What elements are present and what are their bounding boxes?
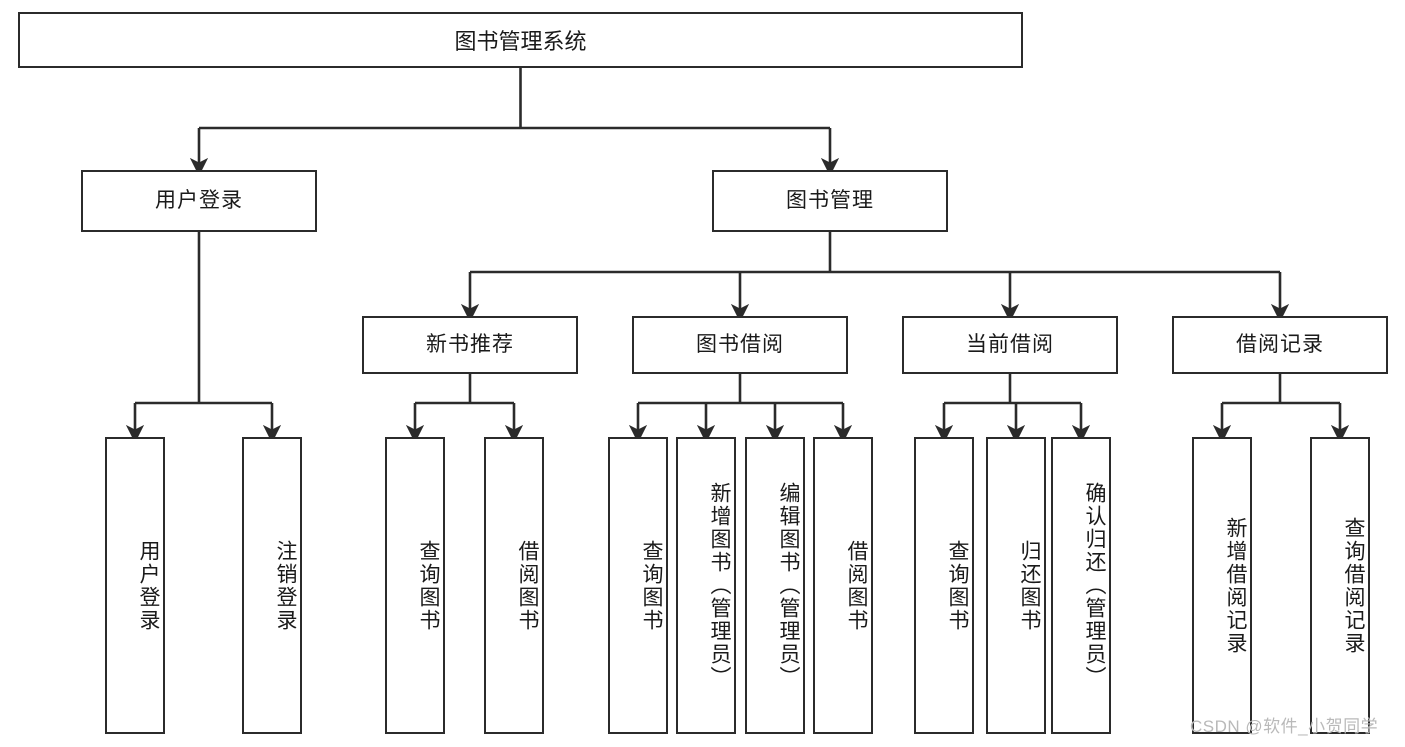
node-label: 图书管理 [786, 189, 874, 213]
node-label: 借阅图书 [516, 539, 539, 632]
leaf-user-login[interactable]: 用户登录 [105, 437, 165, 734]
node-current-borrow[interactable]: 当前借阅 [902, 316, 1118, 374]
node-label: 当前借阅 [966, 333, 1054, 357]
node-label: 图书管理系统 [454, 29, 587, 54]
leaf-query-book-borrow[interactable]: 查询图书 [608, 437, 668, 734]
node-label: 借阅记录 [1236, 333, 1324, 357]
node-label: 确认归还（管理员） [1083, 482, 1106, 689]
node-label: 查询图书 [946, 539, 969, 632]
node-label: 用户登录 [137, 539, 160, 632]
node-label: 新增图书（管理员） [708, 482, 731, 689]
node-new-book-recommend[interactable]: 新书推荐 [362, 316, 578, 374]
leaf-add-book-admin[interactable]: 新增图书（管理员） [676, 437, 736, 734]
node-book-borrow[interactable]: 图书借阅 [632, 316, 848, 374]
leaf-query-book-recommend[interactable]: 查询图书 [385, 437, 445, 734]
node-label: 借阅图书 [845, 539, 868, 632]
watermark: CSDN @软件_小贺同学 [1190, 717, 1379, 736]
node-label: 查询借阅记录 [1342, 516, 1365, 655]
leaf-logout[interactable]: 注销登录 [242, 437, 302, 734]
leaf-return-book[interactable]: 归还图书 [986, 437, 1046, 734]
node-user-login[interactable]: 用户登录 [81, 170, 317, 232]
leaf-borrow-book[interactable]: 借阅图书 [813, 437, 873, 734]
leaf-query-borrow-record[interactable]: 查询借阅记录 [1310, 437, 1370, 734]
node-label: 新书推荐 [426, 333, 514, 357]
node-label: 归还图书 [1018, 539, 1041, 632]
leaf-query-book-current[interactable]: 查询图书 [914, 437, 974, 734]
node-label: 注销登录 [274, 539, 297, 632]
node-label: 查询图书 [640, 539, 663, 632]
node-label: 新增借阅记录 [1224, 516, 1247, 655]
leaf-confirm-return-admin[interactable]: 确认归还（管理员） [1051, 437, 1111, 734]
node-book-management[interactable]: 图书管理 [712, 170, 948, 232]
node-label: 编辑图书（管理员） [777, 482, 800, 689]
leaf-edit-book-admin[interactable]: 编辑图书（管理员） [745, 437, 805, 734]
node-borrow-record[interactable]: 借阅记录 [1172, 316, 1388, 374]
leaf-add-borrow-record[interactable]: 新增借阅记录 [1192, 437, 1252, 734]
node-label: 用户登录 [155, 189, 243, 213]
leaf-borrow-book-recommend[interactable]: 借阅图书 [484, 437, 544, 734]
node-label: 查询图书 [417, 539, 440, 632]
node-label: 图书借阅 [696, 333, 784, 357]
node-root[interactable]: 图书管理系统 [18, 12, 1023, 68]
